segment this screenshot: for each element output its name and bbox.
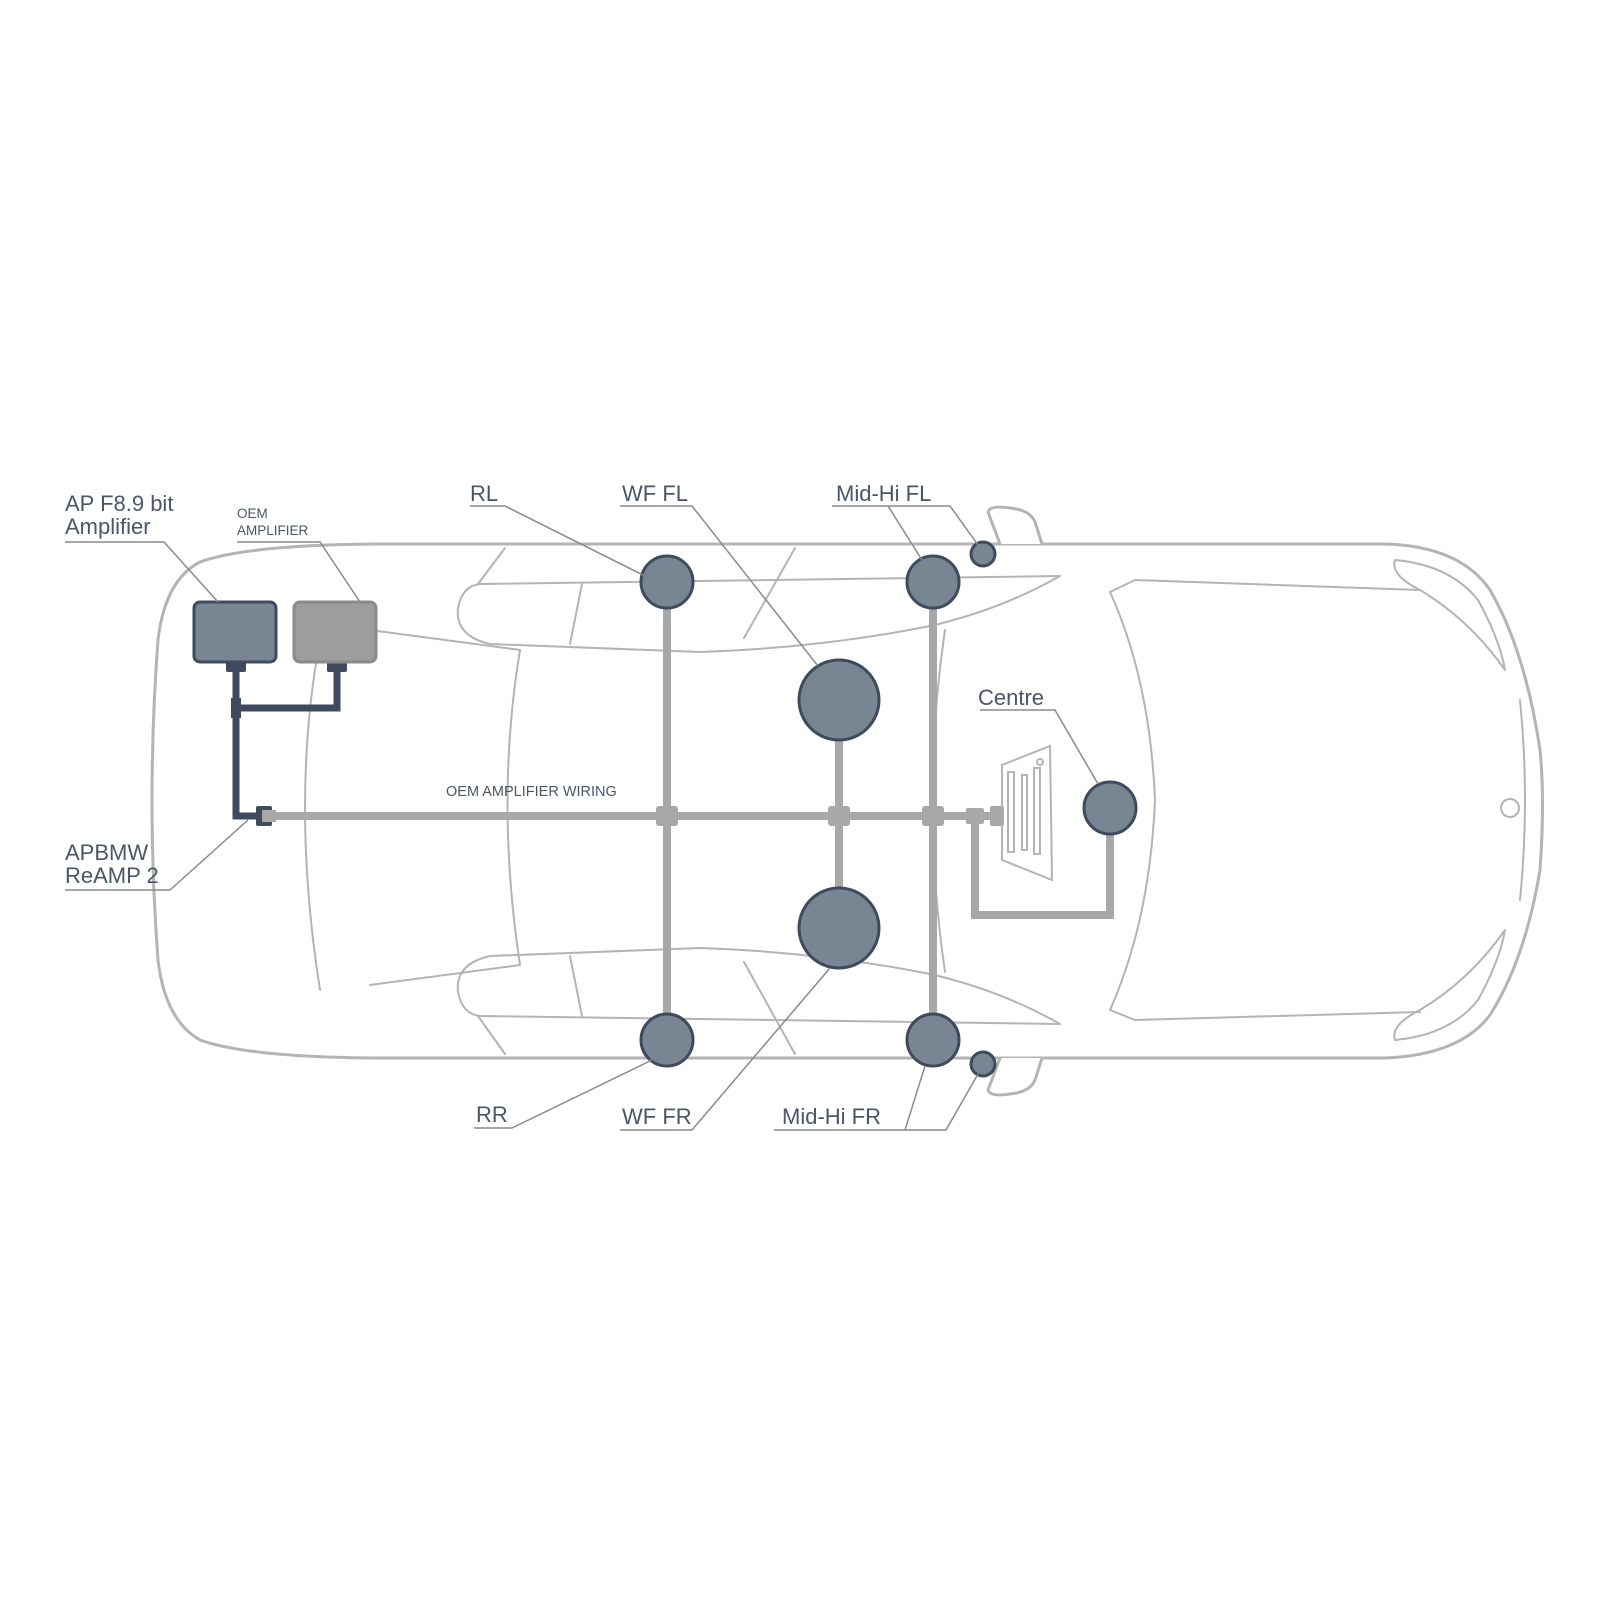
wiring-junctions	[656, 806, 1004, 826]
ap-wire-oem	[236, 668, 341, 712]
car-emblem	[1500, 798, 1520, 818]
label-wiring: OEM AMPLIFIER WIRING	[446, 784, 617, 800]
leader-rl	[470, 505, 646, 577]
label-oem-amp-line2: AMPLIFIER	[237, 523, 309, 538]
leader-mid-hi-fl	[832, 505, 979, 546]
ap-amplifier-box	[192, 600, 278, 664]
label-rr: RR	[476, 1102, 508, 1127]
wire-oem-amp	[300, 664, 322, 816]
speaker-wf-fr	[797, 886, 881, 970]
leader-wf-fr	[620, 967, 831, 1131]
car-rear-inner	[304, 639, 321, 991]
label-centre: Centre	[978, 685, 1044, 710]
leader-centre	[980, 709, 1099, 785]
speaker-wf-fl	[797, 658, 881, 742]
speaker-tweeter-fl	[969, 540, 997, 568]
leader-lines	[65, 505, 1099, 1131]
junction-rl-rr	[656, 806, 678, 826]
car-mirror-top	[986, 505, 1044, 546]
speaker-mid-fr	[905, 1012, 961, 1068]
junction-mid-hi	[922, 806, 944, 826]
label-mid-hi-fr: Mid-Hi FR	[782, 1104, 881, 1129]
car-side-window-top	[456, 575, 1061, 653]
label-oem-amp-line1: OEM	[237, 506, 268, 521]
car-windshield	[1109, 591, 1156, 1011]
label-rl: RL	[470, 481, 498, 506]
car-headlight-bottom	[1393, 929, 1506, 1041]
car-pillar-4	[477, 1015, 506, 1055]
car-pillar-1	[477, 547, 506, 585]
label-wf-fr: WF FR	[622, 1104, 692, 1129]
ap-connectors	[226, 660, 347, 826]
car-cabin-rear	[369, 629, 521, 986]
speaker-centre	[1082, 780, 1138, 836]
connector-headunit	[990, 806, 1004, 826]
wire-centre	[971, 816, 1114, 919]
leader-reamp	[65, 819, 249, 891]
label-wf-fl: WF FL	[622, 481, 688, 506]
speaker-rr	[639, 1012, 695, 1068]
car-side-window-bottom	[456, 947, 1061, 1025]
car-body	[150, 542, 1544, 1060]
car-pillar-3	[743, 547, 796, 639]
label-reamp-line1: APBMW	[65, 840, 148, 865]
car-pillar-5	[569, 955, 583, 1017]
labels: AP F8.9 bit Amplifier OEM AMPLIFIER APBM…	[65, 481, 1044, 1129]
car-pillar-6	[743, 961, 796, 1055]
leader-mid-hi-fr	[774, 1073, 979, 1131]
speakers	[639, 540, 1138, 1078]
oem-amplifier-box	[292, 600, 378, 664]
speaker-tweeter-fr	[969, 1050, 997, 1078]
junction-wf	[828, 806, 850, 826]
speaker-mid-fl	[905, 554, 961, 610]
label-reamp-line2: ReAMP 2	[65, 863, 159, 888]
leader-rr	[474, 1059, 653, 1129]
leader-mid-hi-fl-2	[887, 505, 923, 561]
ap-wire-main	[232, 668, 262, 820]
junction-centre	[966, 808, 984, 824]
car-outline	[150, 505, 1544, 1097]
head-unit	[1001, 744, 1054, 882]
leader-mid-hi-fr-2	[904, 1065, 926, 1131]
speaker-rl	[639, 554, 695, 610]
label-ap-amp-line1: AP F8.9 bit	[65, 491, 173, 516]
car-pillar-2	[569, 583, 583, 645]
leader-wf-fl	[620, 505, 819, 667]
car-headlight-top	[1393, 559, 1506, 671]
leader-oem-amp	[237, 541, 361, 603]
leader-ap-amp	[65, 541, 219, 603]
ap-wiring	[232, 668, 341, 820]
car-front-line	[1519, 699, 1526, 901]
car-hood-top	[1109, 579, 1421, 593]
label-mid-hi-fl: Mid-Hi FL	[836, 481, 931, 506]
label-ap-amp-line2: Amplifier	[65, 514, 151, 539]
car-mirror-bottom	[986, 1056, 1044, 1097]
car-hood-bottom	[1109, 1009, 1421, 1021]
